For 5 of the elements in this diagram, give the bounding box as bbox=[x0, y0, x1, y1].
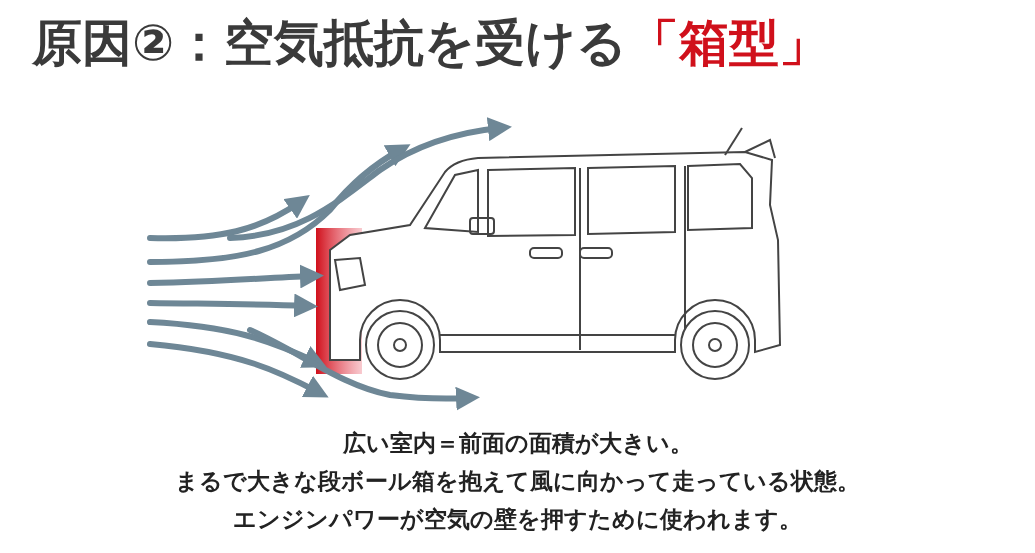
caption-line: エンジンパワーが空気の壁を押すために使われます。 bbox=[233, 505, 802, 534]
highlight-word: 「箱型」 bbox=[629, 13, 830, 74]
caption-line: 広い室内＝前面の面積が大きい。 bbox=[342, 429, 693, 458]
title: 原因②：空気抵抗を受ける bbox=[32, 13, 628, 74]
caption-line: まるで大きな段ボール箱を抱えて風に向かって走っている状態。 bbox=[175, 467, 860, 496]
